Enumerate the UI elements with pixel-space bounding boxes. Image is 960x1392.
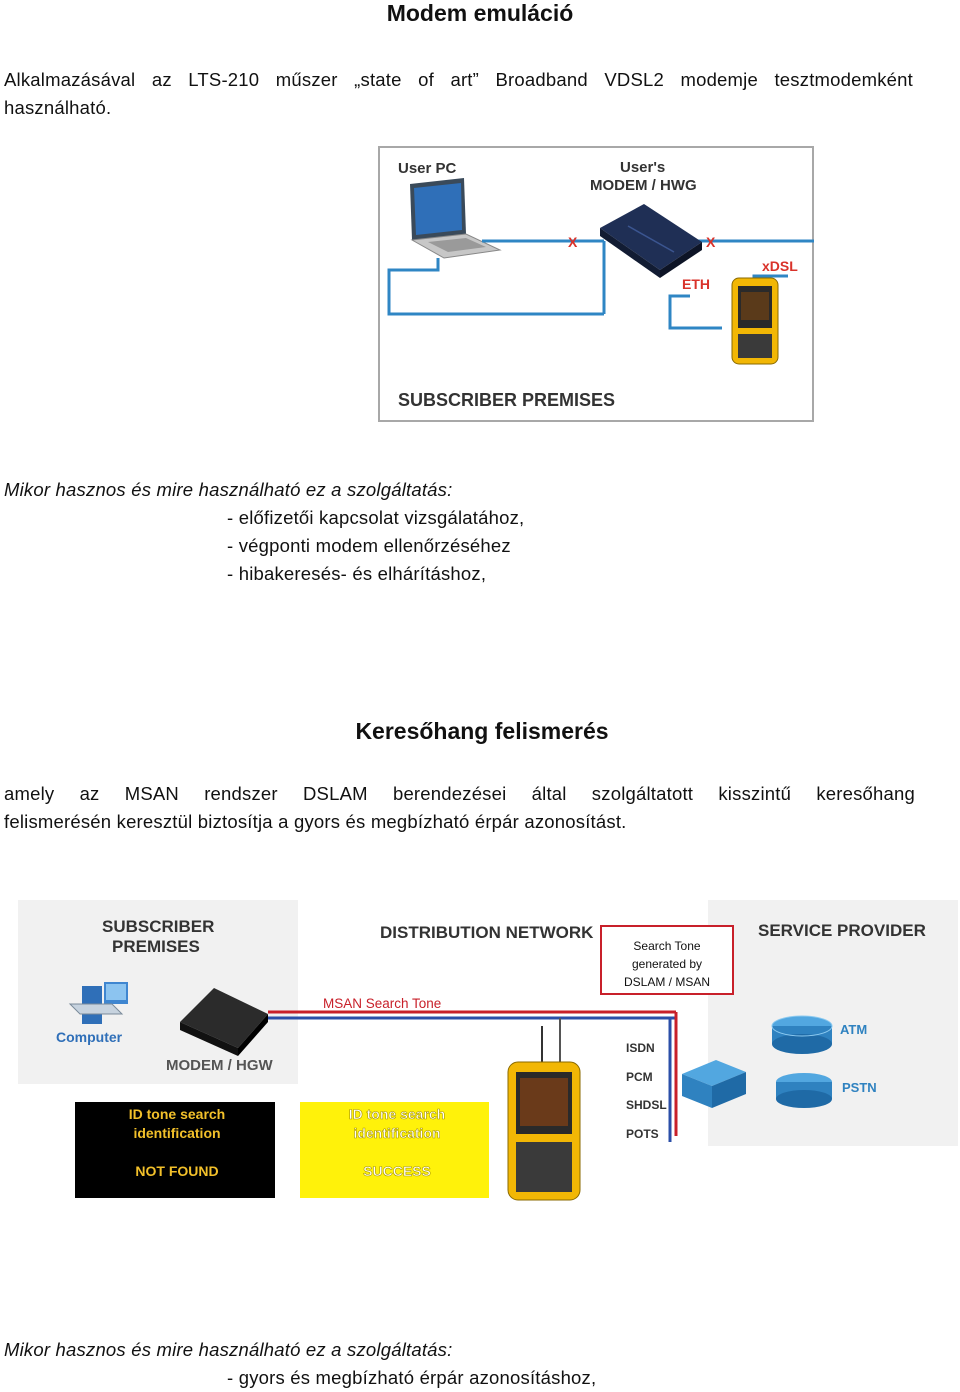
premises-label: PREMISES xyxy=(112,937,200,956)
xdsl-label: xDSL xyxy=(762,258,798,274)
distribution-network-label: DISTRIBUTION NETWORK xyxy=(380,923,594,942)
user-pc-label: User PC xyxy=(398,160,457,177)
result-panel-not-found xyxy=(75,1102,275,1198)
switch-icon xyxy=(682,1060,746,1108)
atm-label: ATM xyxy=(840,1022,867,1037)
callout-line: generated by xyxy=(632,957,702,971)
handheld-tester-icon xyxy=(731,277,779,365)
usage-question-2: Mikor hasznos és mire használható ez a s… xyxy=(4,1339,453,1360)
intro-line-2: használható. xyxy=(4,97,112,118)
modem-hgw-icon xyxy=(180,988,268,1056)
disconnect-mark-left: X xyxy=(568,234,578,250)
subscriber-label: SUBSCRIBER xyxy=(102,917,214,936)
service-label: SHDSL xyxy=(626,1098,667,1112)
panel-line: ID tone search xyxy=(349,1106,445,1122)
page-title: Modem emuláció xyxy=(386,0,574,26)
intro-line-1: Alkalmazásával az LTS-210 műszer „state … xyxy=(4,69,913,90)
usage-question-1: Mikor hasznos és mire használható ez a s… xyxy=(4,479,453,500)
service-label: PCM xyxy=(626,1070,653,1084)
panel-line: ID tone search xyxy=(129,1106,225,1122)
msan-search-tone-label: MSAN Search Tone xyxy=(323,996,441,1011)
search-tone-callout xyxy=(600,925,734,995)
section-title: Keresőhang felismerés xyxy=(355,718,609,744)
service-label: POTS xyxy=(626,1127,659,1141)
computer-label: Computer xyxy=(56,1029,123,1045)
eth-label: ETH xyxy=(682,276,710,292)
disconnect-mark-right: X xyxy=(706,234,716,250)
computer-icon xyxy=(68,982,128,1024)
paragraph-line-2: felismerésén keresztül biztosítja a gyor… xyxy=(4,811,627,832)
modem-icon xyxy=(600,204,702,278)
usage-item: - végponti modem ellenőrzéséhez xyxy=(227,535,511,556)
pstn-router-icon xyxy=(776,1073,832,1108)
paragraph-line-1: amely az MSAN rendszer DSLAM berendezése… xyxy=(4,783,915,804)
usage-item: - előfizetői kapcsolat vizsgálatához, xyxy=(227,507,525,528)
modem-hgw-label: MODEM / HGW xyxy=(166,1057,273,1074)
result-panel-success xyxy=(300,1102,489,1198)
subscriber-premises-title: SUBSCRIBER PREMISES xyxy=(398,390,615,410)
pstn-label: PSTN xyxy=(842,1080,877,1095)
handheld-tester-icon xyxy=(507,1026,581,1201)
line-pair xyxy=(268,1010,678,1142)
callout-line: DSLAM / MSAN xyxy=(624,975,710,989)
usage-item: - gyors és megbízható érpár azonosításho… xyxy=(227,1367,597,1388)
panel-line: identification xyxy=(353,1125,440,1141)
usage-item: - hibakeresés- és elhárításhoz, xyxy=(227,563,487,584)
service-label: ISDN xyxy=(626,1041,655,1055)
search-tone-diagram: SUBSCRIBER PREMISES Computer MODEM / HGW… xyxy=(18,900,958,1201)
laptop-icon xyxy=(410,178,502,259)
users-label: User's xyxy=(620,159,665,176)
service-provider-label: SERVICE PROVIDER xyxy=(758,921,926,940)
panel-status: SUCCESS xyxy=(363,1163,431,1179)
modem-emulation-diagram: User PC User's MODEM / HWG X X xDSL ETH … xyxy=(378,146,814,422)
panel-line: identification xyxy=(133,1125,220,1141)
modem-hwg-label: MODEM / HWG xyxy=(590,177,697,194)
panel-status: NOT FOUND xyxy=(135,1163,218,1179)
callout-line: Search Tone xyxy=(633,939,700,953)
atm-router-icon xyxy=(771,1015,833,1054)
